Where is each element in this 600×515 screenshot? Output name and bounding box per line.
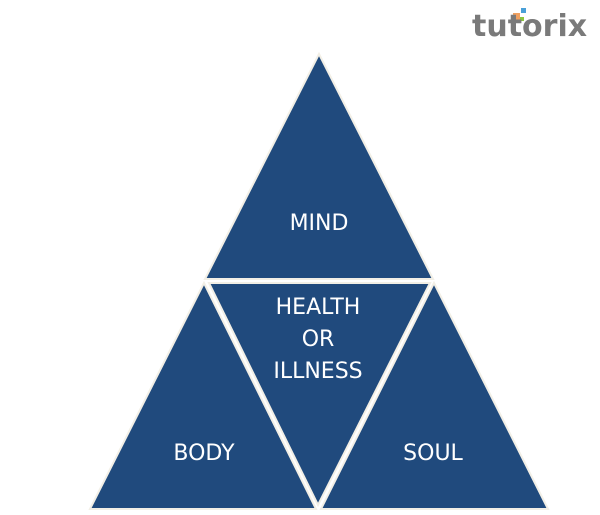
triangle-soul [319,280,550,510]
label-mind: MIND [290,211,349,236]
triangle-mind [203,51,435,280]
label-or: OR [302,327,335,352]
label-body: BODY [173,441,235,466]
tutorix-logo: tutorix [472,8,587,44]
label-health: HEALTH [276,295,361,320]
label-soul: SOUL [403,441,463,466]
triangle-body [88,280,318,510]
logo-text: tutorix [472,9,587,44]
triangle-health [207,282,432,508]
label-illness: ILLNESS [273,359,362,384]
